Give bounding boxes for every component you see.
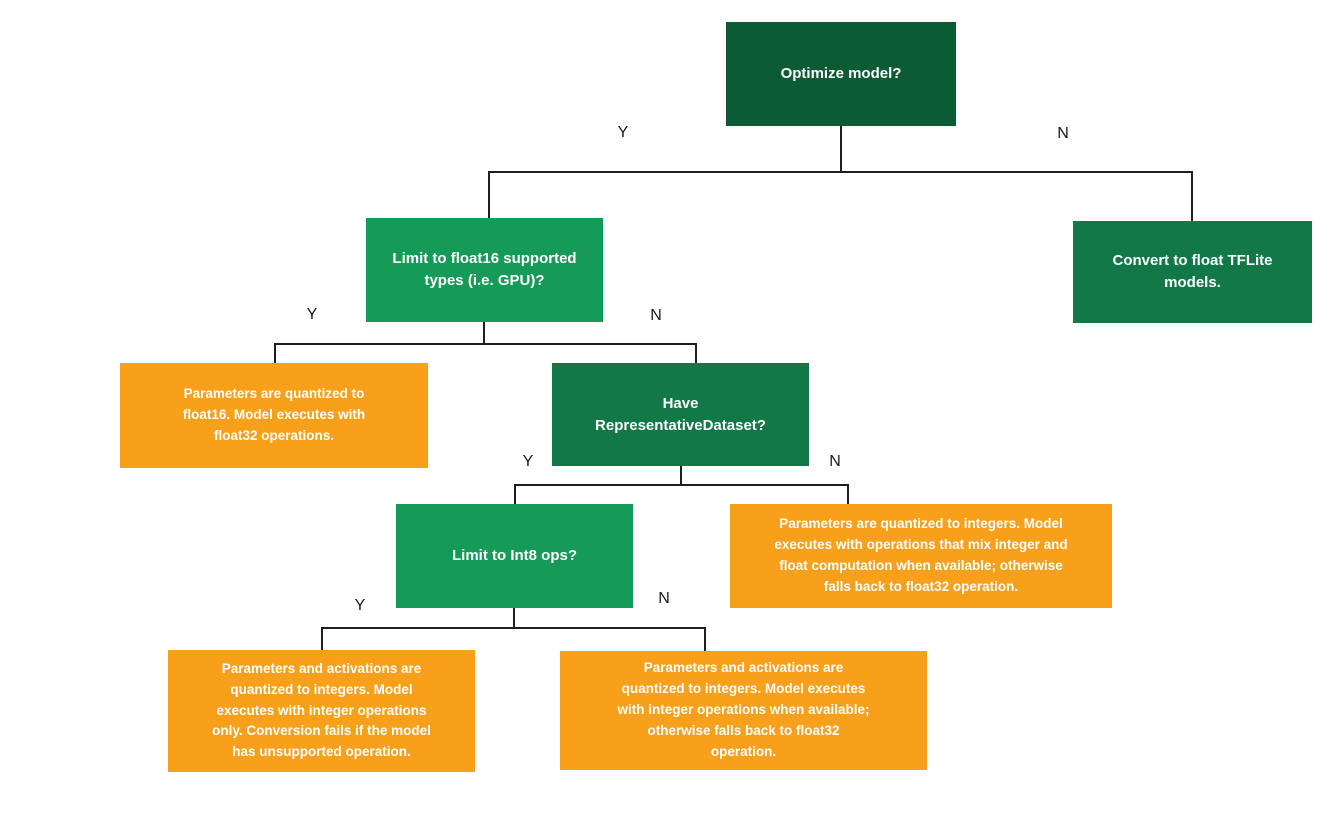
connector-line xyxy=(513,608,515,629)
node-integer-fallback-result: Parameters and activations are quantized… xyxy=(560,651,927,770)
edge-label-float16-yes: Y xyxy=(306,306,318,323)
connector-line xyxy=(840,126,842,172)
node-mixed-quantization-result: Parameters are quantized to integers. Mo… xyxy=(730,504,1112,608)
node-have-representative-dataset: Have RepresentativeDataset? xyxy=(552,363,809,466)
connector-line xyxy=(514,484,516,504)
edge-label-float16-no: N xyxy=(650,307,662,324)
edge-label-dataset-yes: Y xyxy=(522,453,534,470)
edge-label-dataset-no: N xyxy=(829,453,841,470)
connector-line xyxy=(274,343,697,345)
connector-line xyxy=(274,343,276,363)
connector-line xyxy=(680,466,682,486)
connector-line xyxy=(489,171,1193,173)
node-optimize-model: Optimize model? xyxy=(726,22,956,126)
node-float16-result: Parameters are quantized to float16. Mod… xyxy=(120,363,428,468)
edge-label-optimize-no: N xyxy=(1057,125,1069,142)
connector-line xyxy=(847,484,849,505)
connector-line xyxy=(488,171,490,218)
node-limit-float16: Limit to float16 supported types (i.e. G… xyxy=(366,218,603,322)
connector-line xyxy=(483,322,485,345)
node-integer-only-result: Parameters and activations are quantized… xyxy=(168,650,475,772)
connector-line xyxy=(321,627,323,650)
edge-label-optimize-yes: Y xyxy=(617,124,629,141)
node-limit-int8-ops: Limit to Int8 ops? xyxy=(396,504,633,608)
edge-label-int8-no: N xyxy=(658,590,670,607)
connector-line xyxy=(704,627,706,651)
node-convert-float-tflite: Convert to float TFLite models. xyxy=(1073,221,1312,323)
connector-line xyxy=(321,627,706,629)
connector-line xyxy=(695,343,697,363)
connector-line xyxy=(514,484,849,486)
edge-label-int8-yes: Y xyxy=(354,597,366,614)
connector-line xyxy=(1191,171,1193,221)
